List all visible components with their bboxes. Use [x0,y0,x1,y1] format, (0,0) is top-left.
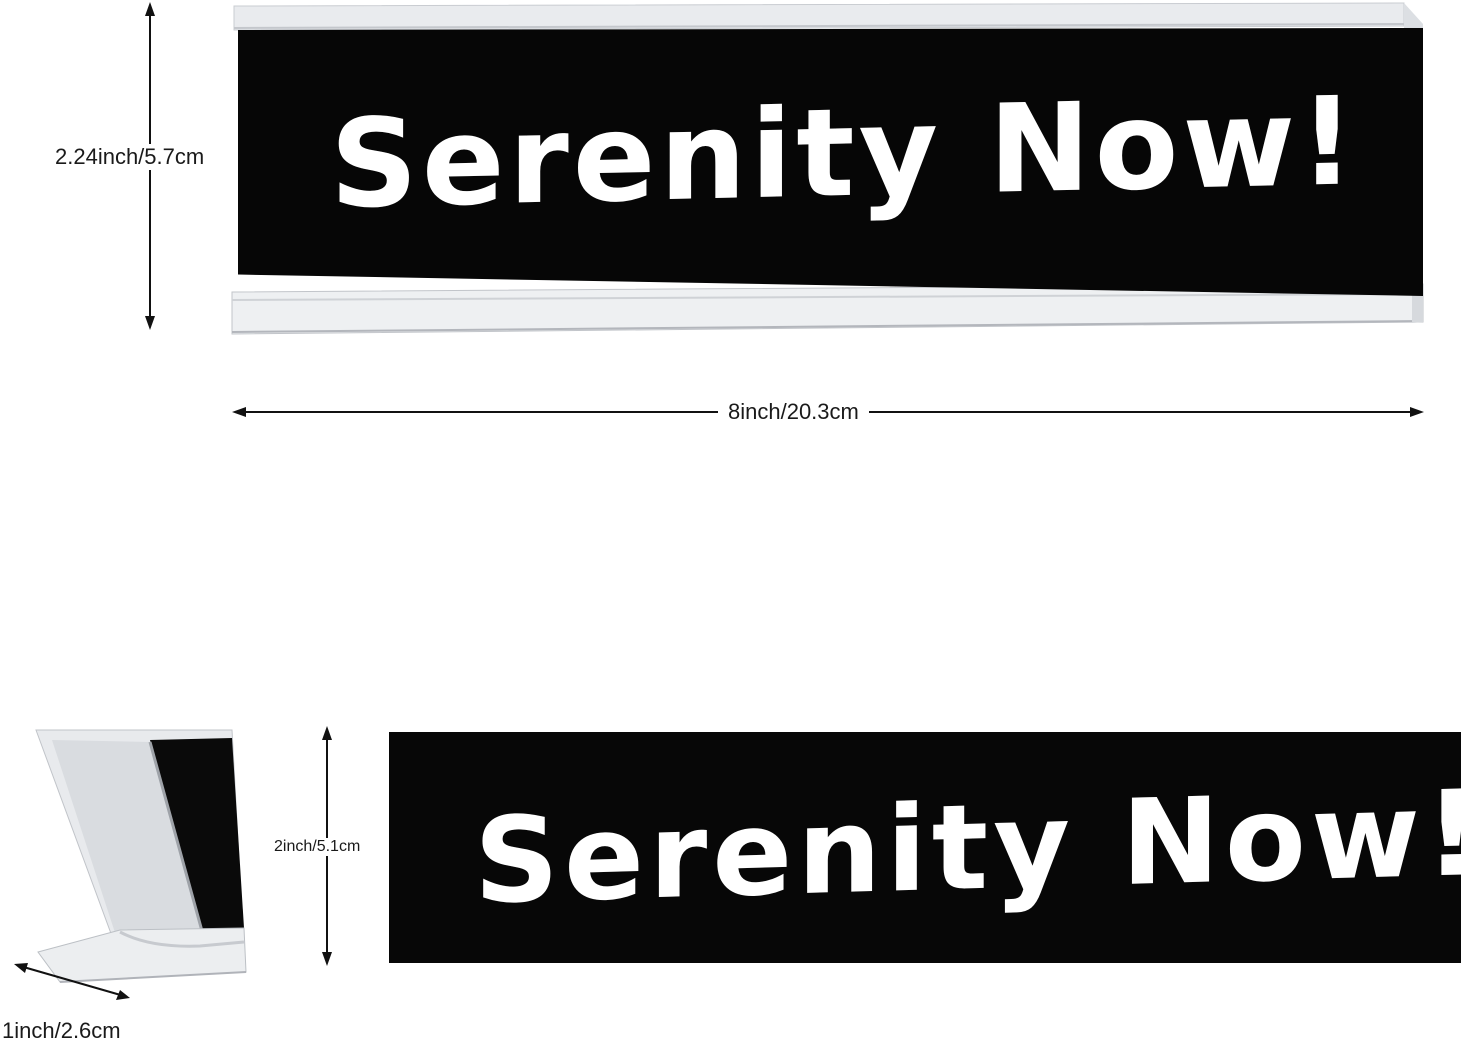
holder-side-view [35,729,247,983]
sign-plate-top [238,28,1423,296]
sign-text-top: Serenity Now! [330,70,1359,236]
width-label: 8inch/20.3cm [718,399,869,425]
height-arrow-top [145,2,155,330]
height-label-bottom: 2inch/5.1cm [274,838,361,856]
sign-plate-bottom [389,732,1461,963]
depth-label: 1inch/2.6cm [2,1018,121,1044]
height-label-top: 2.24inch/5.7cm [55,144,205,170]
depth-arrow [14,963,130,1000]
sign-text-bottom: Serenity Now! [474,763,1463,931]
